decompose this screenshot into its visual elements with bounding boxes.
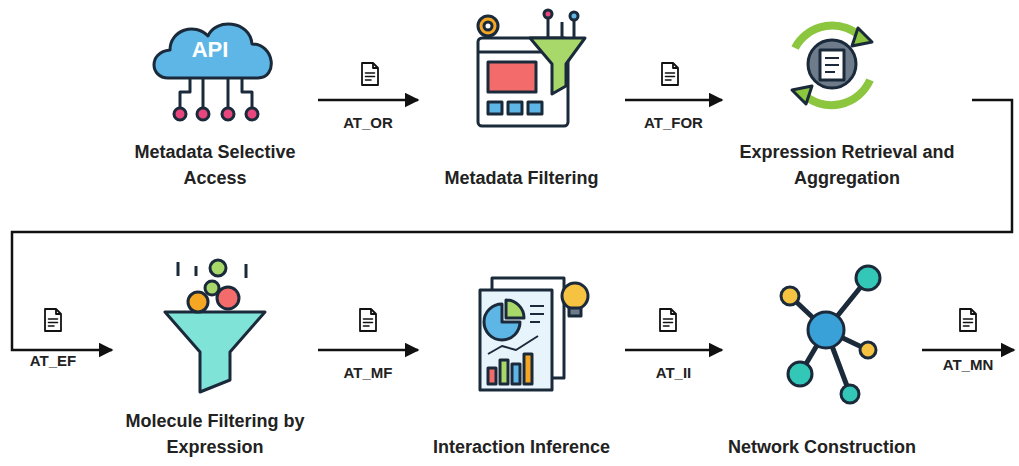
document-icon	[662, 63, 678, 85]
flow-arrow	[318, 99, 418, 102]
document-icon	[45, 309, 61, 331]
process-stage: Network Construction	[722, 268, 922, 464]
api-cloud-icon	[154, 24, 271, 120]
filter-window-icon	[478, 10, 585, 126]
flow-arrow	[12, 100, 1012, 350]
process-stage: Interaction Inference	[418, 268, 625, 464]
document-icon	[362, 63, 378, 85]
edge-label: AT_OR	[341, 114, 395, 131]
stage-label: Metadata Filtering	[444, 165, 598, 191]
report-charts-icon	[480, 278, 588, 390]
flow-arrow	[625, 349, 722, 352]
edge-label: AT_MF	[342, 364, 395, 381]
process-stage: Metadata Filtering	[418, 10, 625, 195]
stage-label: Expression Retrieval and Aggregation	[727, 139, 967, 191]
stage-label: Molecule Filtering by Expression	[115, 408, 315, 460]
document-icon	[960, 309, 976, 331]
process-stage: Molecule Filtering by Expression	[112, 268, 318, 464]
edge-label: AT_MN	[941, 356, 996, 373]
stage-label: Metadata Selective Access	[115, 139, 315, 191]
retrieval-cycle-icon	[792, 26, 872, 106]
document-icon	[360, 309, 376, 331]
stage-label: Network Construction	[728, 434, 916, 460]
stage-label: Interaction Inference	[433, 434, 610, 460]
edge-label: AT_II	[654, 364, 694, 381]
flow-arrow	[625, 99, 722, 102]
molecule-funnel-icon	[165, 260, 265, 392]
api-text: API	[190, 37, 231, 63]
edge-label: AT_EF	[28, 352, 78, 369]
flow-arrow	[318, 349, 418, 352]
edge-label: AT_FOR	[642, 114, 705, 131]
process-stage: Expression Retrieval and Aggregation	[722, 10, 972, 195]
network-icon	[781, 266, 880, 403]
output-arrow	[922, 349, 1014, 352]
document-icon	[660, 309, 676, 331]
